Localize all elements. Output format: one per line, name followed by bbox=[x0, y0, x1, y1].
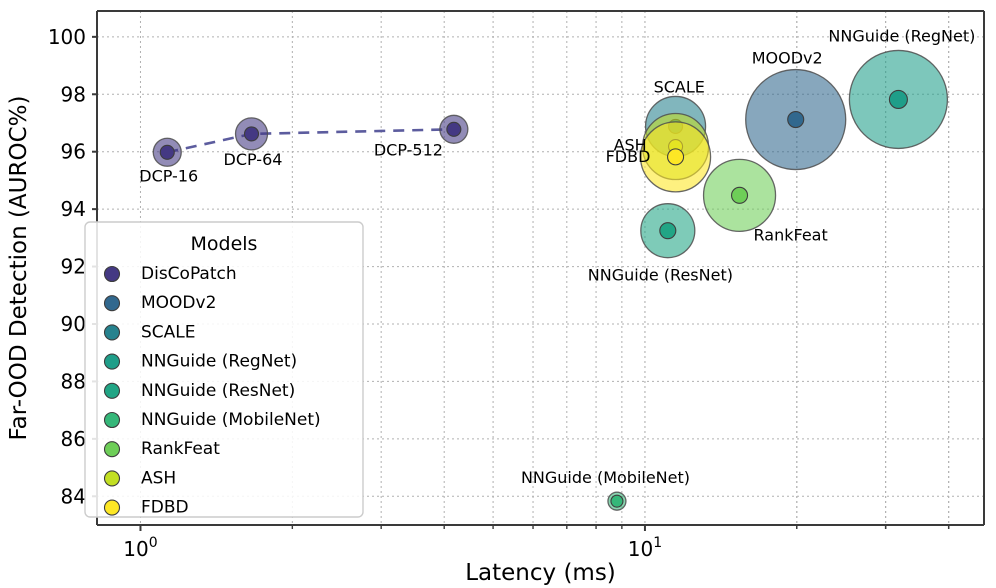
point-label-rankfeat: RankFeat bbox=[754, 225, 828, 244]
legend-marker-fdbd[interactable] bbox=[103, 499, 121, 516]
legend-label-rankfeat[interactable]: RankFeat bbox=[141, 439, 220, 459]
legend-title: Models bbox=[191, 233, 258, 255]
dot-dcp-512[interactable] bbox=[446, 121, 462, 137]
data-point[interactable] bbox=[152, 137, 182, 167]
data-points bbox=[152, 49, 949, 511]
y-tick-label: 86 bbox=[61, 427, 86, 451]
legend-marker-moodv2[interactable] bbox=[103, 295, 121, 312]
dot-nnguide-regnet-[interactable] bbox=[888, 89, 908, 109]
data-point[interactable] bbox=[640, 203, 696, 259]
legend-label-nnguide-resnet-[interactable]: NNGuide (ResNet) bbox=[141, 381, 295, 401]
legend-marker-nnguide-mobilenet-[interactable] bbox=[103, 411, 121, 429]
dot-fdbd[interactable] bbox=[667, 148, 685, 166]
point-label-nnguide-regnet-: NNGuide (RegNet) bbox=[828, 26, 975, 45]
legend-label-scale[interactable]: SCALE bbox=[141, 322, 196, 342]
point-label-nnguide-mobilenet-: NNGuide (MobileNet) bbox=[521, 468, 690, 487]
legend-label-nnguide-mobilenet-[interactable]: NNGuide (MobileNet) bbox=[141, 410, 321, 430]
data-point[interactable] bbox=[439, 114, 469, 144]
data-point[interactable] bbox=[607, 491, 627, 511]
point-label-ash: ASH bbox=[614, 136, 647, 155]
y-tick-label: 90 bbox=[61, 312, 86, 336]
legend-box bbox=[84, 221, 364, 518]
point-label-fdbd: FDBD bbox=[606, 147, 651, 166]
point-label-dcp-16: DCP-16 bbox=[139, 166, 198, 185]
x-axis-label: Latency (ms) bbox=[465, 560, 616, 586]
point-label-dcp-512: DCP-512 bbox=[374, 140, 443, 159]
point-label-dcp-64: DCP-64 bbox=[224, 150, 283, 169]
data-point[interactable] bbox=[702, 158, 777, 233]
y-tick-label: 100 bbox=[48, 25, 86, 49]
dot-nnguide-mobilenet-[interactable] bbox=[610, 494, 624, 508]
legend-label-nnguide-regnet-[interactable]: NNGuide (RegNet) bbox=[141, 352, 297, 372]
legend-label-moodv2[interactable]: MOODv2 bbox=[141, 293, 216, 313]
point-label-nnguide-resnet-: NNGuide (ResNet) bbox=[588, 266, 733, 285]
legend-label-discopatch[interactable]: DisCoPatch bbox=[141, 264, 237, 284]
y-tick-label: 88 bbox=[61, 369, 86, 393]
dot-rankfeat[interactable] bbox=[730, 186, 749, 204]
y-tick-label: 92 bbox=[61, 255, 86, 279]
legend-marker-nnguide-resnet-[interactable] bbox=[103, 382, 121, 399]
legend-marker-nnguide-regnet-[interactable] bbox=[103, 353, 121, 370]
data-point[interactable] bbox=[234, 117, 269, 151]
dot-dcp-16[interactable] bbox=[159, 144, 175, 160]
y-tick-label: 98 bbox=[61, 82, 86, 106]
y-tick-label: 94 bbox=[61, 197, 86, 221]
legend-marker-discopatch[interactable] bbox=[103, 265, 121, 283]
legend bbox=[84, 221, 364, 518]
legend-label-fdbd[interactable]: FDBD bbox=[141, 498, 189, 518]
dot-dcp-64[interactable] bbox=[243, 126, 260, 142]
legend-marker-scale[interactable] bbox=[103, 324, 121, 341]
x-tick-label: 100 bbox=[123, 535, 157, 561]
dot-nnguide-resnet-[interactable] bbox=[659, 222, 677, 240]
y-axis-label: Far-OOD Detection (AUROC%) bbox=[6, 96, 32, 441]
point-label-scale: SCALE bbox=[654, 77, 705, 96]
data-point[interactable] bbox=[745, 68, 847, 171]
y-tick-label: 84 bbox=[61, 484, 86, 508]
point-label-moodv2: MOODv2 bbox=[752, 49, 823, 68]
data-point[interactable] bbox=[639, 121, 712, 193]
dot-moodv2[interactable] bbox=[787, 110, 805, 129]
x-tick-label: 101 bbox=[628, 535, 662, 561]
y-tick-label: 96 bbox=[61, 140, 86, 164]
data-point[interactable] bbox=[848, 49, 949, 150]
legend-marker-ash[interactable] bbox=[103, 470, 121, 487]
legend-label-ash[interactable]: ASH bbox=[141, 468, 176, 488]
legend-marker-rankfeat[interactable] bbox=[103, 441, 121, 458]
